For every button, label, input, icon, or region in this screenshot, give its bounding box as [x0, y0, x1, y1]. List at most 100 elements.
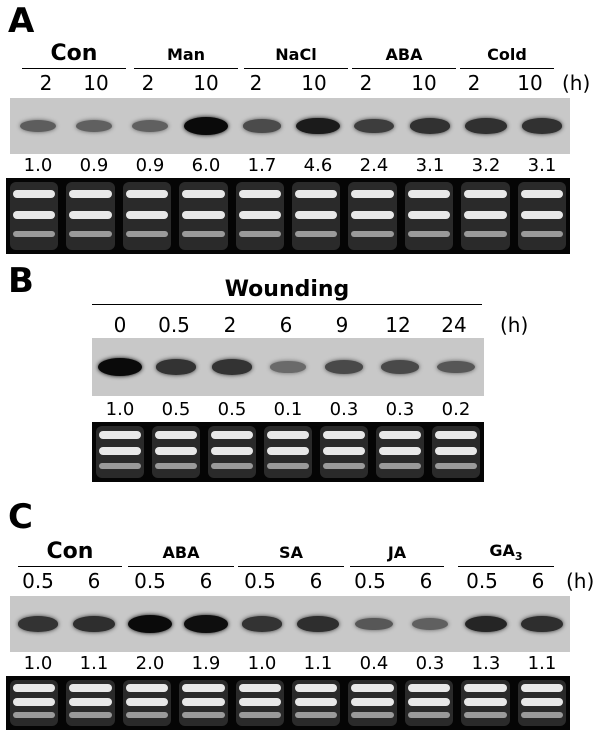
rrna-band — [155, 446, 197, 455]
gel-lane — [264, 426, 312, 478]
rrna-gel-c — [6, 676, 570, 730]
rrna-band — [238, 711, 281, 718]
rrna-band — [464, 711, 507, 718]
group-label-ga3: GA3 — [458, 542, 554, 566]
rrna-band — [69, 711, 112, 718]
rrna-band — [323, 446, 365, 455]
rrna-band — [464, 684, 507, 693]
rrna-band — [351, 684, 394, 693]
time-label: 24 — [441, 313, 467, 337]
panel-a: A Con Man NaCl ABA Cold 2 10 2 10 2 10 2… — [0, 0, 603, 260]
panel-c: C Con ABA SA JA GA3 0.5 6 0.5 6 0.5 6 0.… — [0, 490, 603, 732]
group-line-ga3 — [458, 566, 554, 567]
rrna-band — [267, 462, 309, 469]
blot-band — [297, 616, 339, 632]
rrna-band — [155, 431, 197, 440]
group-line-con — [18, 566, 122, 567]
time-label: 0.5 — [466, 569, 498, 593]
group-label-cold: Cold — [487, 45, 527, 64]
rrna-band — [379, 462, 421, 469]
expression-value: 0.9 — [135, 155, 165, 176]
gel-lane — [320, 426, 368, 478]
gel-lane — [292, 680, 341, 726]
rrna-band — [323, 462, 365, 469]
gel-lane — [122, 182, 172, 250]
blot-band — [19, 119, 57, 133]
rrna-band — [520, 684, 563, 693]
expression-value: 1.3 — [471, 653, 501, 674]
gel-lane — [348, 182, 397, 250]
group-line-sa — [238, 566, 344, 567]
expression-value: 1.1 — [527, 653, 557, 674]
blot-band — [97, 358, 143, 376]
rrna-band — [13, 231, 56, 238]
rrna-band — [379, 431, 421, 440]
time-unit: (h) — [500, 313, 529, 337]
gel-lane — [208, 426, 256, 478]
time-label: 6 — [199, 569, 213, 593]
blot-band — [131, 120, 169, 132]
rrna-band — [238, 210, 281, 219]
rrna-band — [407, 210, 451, 219]
time-label: 12 — [385, 313, 411, 337]
blot-band — [521, 118, 563, 134]
rrna-band — [295, 231, 338, 238]
time-label: 6 — [309, 569, 323, 593]
rrna-band — [464, 698, 507, 707]
rrna-band — [295, 711, 338, 718]
rrna-band — [435, 462, 477, 469]
blot-band — [75, 120, 113, 132]
gel-lane — [96, 426, 144, 478]
time-label: 2 — [359, 71, 373, 95]
expression-value: 3.1 — [527, 155, 557, 176]
expression-value: 0.5 — [217, 399, 247, 420]
rrna-band — [69, 684, 112, 693]
rrna-band — [295, 698, 338, 707]
gel-lane — [66, 680, 115, 726]
rrna-band — [182, 231, 225, 238]
rrna-band — [13, 698, 56, 707]
blot-band — [409, 118, 451, 134]
rrna-band — [69, 698, 112, 707]
rrna-band — [13, 711, 56, 718]
time-label: 0.5 — [22, 569, 54, 593]
rrna-band — [182, 190, 225, 199]
time-label: 6 — [419, 569, 433, 593]
expression-value: 1.0 — [105, 399, 135, 420]
expression-value: 2.0 — [135, 653, 165, 674]
rrna-band — [267, 431, 309, 440]
rrna-band — [351, 231, 394, 238]
time-unit: (h) — [566, 569, 595, 593]
gel-lane — [179, 680, 228, 726]
blot-band — [411, 618, 449, 630]
rrna-band — [520, 698, 563, 707]
time-label: 10 — [411, 71, 437, 95]
gel-lane — [292, 182, 341, 250]
time-label: 2 — [249, 71, 263, 95]
rrna-band — [125, 711, 169, 718]
expression-value: 1.9 — [191, 653, 221, 674]
rrna-band — [379, 446, 421, 455]
rrna-band — [99, 462, 141, 469]
expression-value: 0.5 — [161, 399, 191, 420]
blot-band — [465, 118, 507, 134]
rrna-band — [211, 462, 253, 469]
gel-lane — [404, 680, 454, 726]
rrna-band — [182, 684, 225, 693]
time-label: 0 — [113, 313, 127, 337]
rrna-band — [125, 190, 169, 199]
rrna-band — [69, 190, 112, 199]
gel-lane — [517, 182, 566, 250]
northern-blot-a — [10, 98, 570, 154]
blot-band — [380, 360, 420, 374]
blot-band — [183, 615, 229, 633]
rrna-band — [182, 698, 225, 707]
expression-value: 0.4 — [359, 653, 389, 674]
gel-lane — [122, 680, 172, 726]
time-label: 6 — [87, 569, 101, 593]
rrna-band — [69, 231, 112, 238]
expression-value: 2.4 — [359, 155, 389, 176]
rrna-band — [69, 210, 112, 219]
blot-band — [211, 359, 253, 375]
ga-label-subscript: 3 — [514, 550, 523, 564]
